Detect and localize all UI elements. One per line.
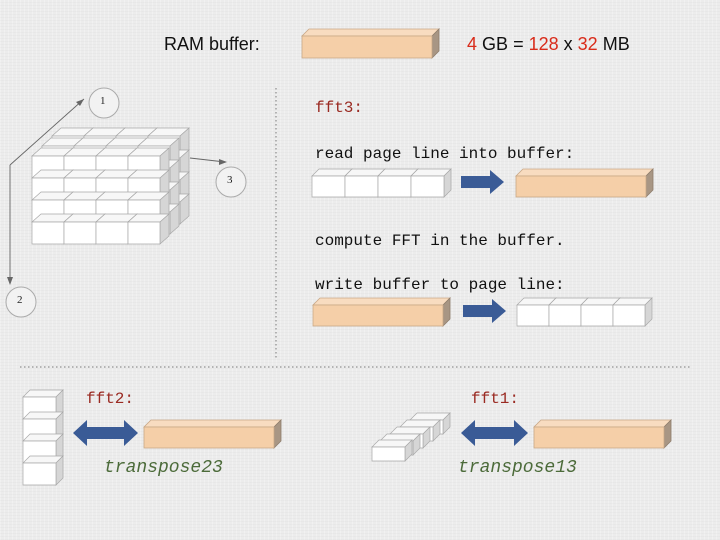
axis-3-label: 3: [227, 174, 233, 186]
page-count: 128: [528, 34, 559, 54]
size-unit: GB: [482, 34, 509, 54]
write-arrow: [463, 299, 506, 323]
read-page-line: [311, 168, 452, 198]
page-cube-front: [548, 304, 582, 327]
read-buffer-bar: [515, 168, 654, 198]
page-cube-front: [377, 175, 412, 198]
page-cube-front: [95, 221, 129, 245]
fft1-operation: transpose13: [458, 458, 577, 478]
axis-1-label: 1: [100, 95, 106, 107]
page-cube-front: [612, 304, 646, 327]
ram-buffer-label: RAM buffer:: [164, 34, 260, 54]
fft2-page-column: [22, 389, 64, 486]
fft2-operation: transpose23: [104, 458, 223, 478]
page-cube-front: [127, 221, 161, 245]
fft3-title: fft3:: [315, 99, 364, 117]
axis-2-label: 2: [17, 294, 23, 306]
page-cube-front: [22, 462, 57, 486]
page-cube-front: [311, 175, 346, 198]
fft3-compute-step: compute FFT in the buffer.: [315, 232, 565, 250]
fft2-double-arrow: [73, 420, 138, 446]
buffer-size-equation: 4 GB = 128 x 32 MB: [467, 34, 630, 55]
page-cube-front: [31, 221, 65, 245]
chunk-unit: MB: [602, 34, 630, 54]
page-cube-front: [410, 175, 445, 198]
fft1-page-diagonal: [371, 412, 451, 462]
page-cube-front: [371, 446, 406, 462]
fft2-title: fft2:: [86, 390, 135, 408]
page-cube: [31, 127, 190, 245]
ram-buffer-bar: [301, 28, 440, 59]
fft1-title: fft1:: [471, 390, 520, 408]
page-cube-front: [580, 304, 614, 327]
times-sign: x: [563, 34, 573, 54]
fft3-write-step: write buffer to page line:: [315, 276, 565, 294]
page-cube-front: [344, 175, 379, 198]
cube-axes: [7, 98, 227, 285]
page-cube-front: [516, 304, 550, 327]
fft3-read-step: read page line into buffer:: [315, 145, 575, 163]
size-value: 4: [467, 34, 478, 54]
chunk-size: 32: [577, 34, 598, 54]
write-page-line: [516, 297, 653, 327]
fft1-double-arrow: [461, 420, 528, 446]
equals-sign: =: [513, 34, 524, 54]
axis-circles: [5, 87, 247, 318]
write-buffer-bar: [312, 297, 451, 327]
fft1-buffer-bar: [533, 419, 672, 449]
read-arrow: [461, 170, 504, 194]
fft2-buffer-bar: [143, 419, 282, 449]
page-cube-front: [63, 221, 97, 245]
